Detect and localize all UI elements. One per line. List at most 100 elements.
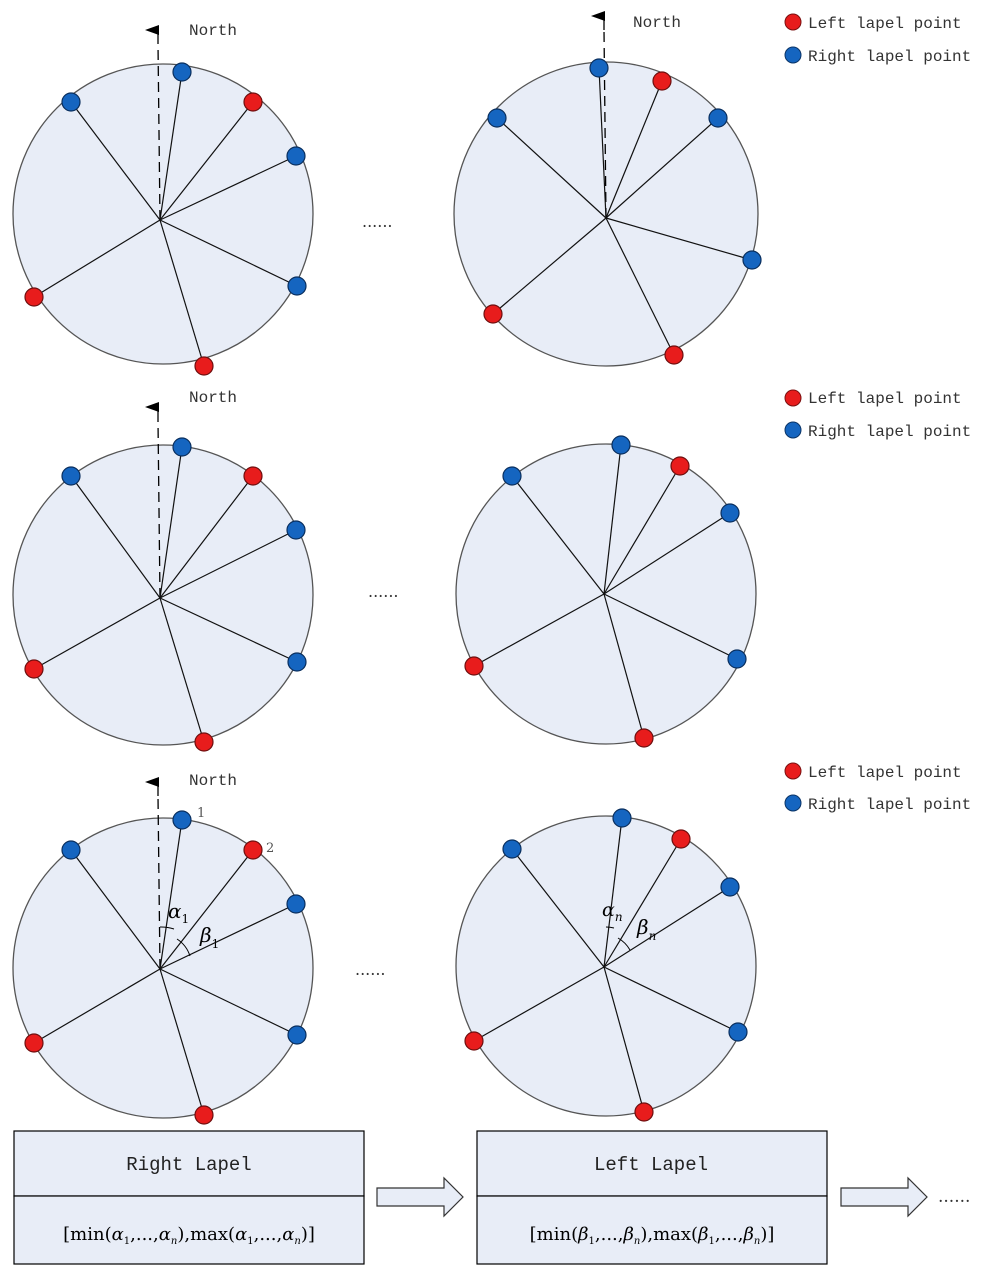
beta-n-label: βn: [636, 915, 656, 943]
spoke-line: [603, 512, 731, 595]
spoke-line: [473, 593, 605, 667]
circle-group-1: [12, 25, 314, 376]
angle-arc-alpha-1: [159, 926, 175, 930]
left-lapel-point: [194, 732, 214, 752]
right-lapel-point: [61, 92, 81, 112]
lf-sub-1b: 1: [708, 1236, 714, 1247]
left-lapel-point: [664, 345, 684, 365]
left-lapel-point: [670, 456, 690, 476]
spoke-line: [70, 849, 161, 970]
right-lapel-box-formula-cell: [13, 1195, 365, 1265]
spoke-line: [605, 217, 675, 356]
flow-arrow-1: [376, 1176, 464, 1218]
north-dashed-line: [157, 43, 161, 221]
angle-arc-alpha-n: [605, 926, 615, 929]
beta-1-subscript: 1: [212, 937, 220, 951]
flow-arrow-2: [840, 1176, 928, 1218]
rf-sub-nb: n: [294, 1236, 300, 1247]
alpha-1-symbol: α: [168, 899, 182, 923]
lf-beta-1b: β: [697, 1224, 708, 1245]
left-lapel-point: [194, 356, 214, 376]
left-lapel-point: [634, 1102, 654, 1122]
right-lapel-point: [487, 108, 507, 128]
left-lapel-point: [243, 92, 263, 112]
alpha-n-label: αn: [602, 899, 623, 924]
legend-left-dot: [784, 13, 802, 31]
lf-dots-1: ,...,: [595, 1224, 624, 1245]
spoke-line: [159, 475, 254, 599]
left-lapel-box-formula-cell: [476, 1195, 828, 1265]
lf-mid: ),max(: [640, 1224, 698, 1245]
rf-sub-n: n: [171, 1236, 177, 1247]
circle-outline: [455, 443, 757, 745]
ellipsis: ......: [362, 212, 393, 231]
right-lapel-point: [720, 877, 740, 897]
legend-right-label: Right lapel point: [808, 423, 971, 441]
left-lapel-point: [652, 71, 672, 91]
spoke-line: [603, 593, 738, 660]
legend-left-label: Left lapel point: [808, 390, 962, 408]
right-lapel-point: [287, 276, 307, 296]
right-lapel-point: [287, 1025, 307, 1045]
spoke-line: [511, 475, 605, 595]
spoke-line: [159, 597, 205, 743]
right-lapel-point: [502, 466, 522, 486]
legend-right-dot: [784, 46, 802, 64]
spoke-line: [70, 475, 161, 599]
legend-left-label: Left lapel point: [808, 764, 962, 782]
right-lapel-point: [708, 108, 728, 128]
lf-beta-n: β: [622, 1224, 633, 1245]
spoke-line: [492, 217, 607, 315]
alpha-n-subscript: n: [615, 910, 623, 924]
spoke-line: [603, 966, 645, 1113]
alpha-1-label: α1: [168, 899, 189, 926]
rf-sub-1: 1: [124, 1236, 130, 1247]
spoke-line: [33, 968, 161, 1044]
spoke-line: [159, 849, 254, 970]
beta-1-label: β1: [199, 923, 219, 951]
legend-left-dot: [784, 389, 802, 407]
right-lapel-point: [727, 649, 747, 669]
angle-arc-beta-1: [176, 938, 191, 957]
ellipsis: ......: [355, 960, 386, 979]
spoke-line: [33, 219, 161, 298]
spoke-line: [473, 966, 605, 1042]
legend-row-3: Left lapel point Right lapel point: [784, 762, 971, 814]
left-lapel-box-title-cell: [476, 1130, 828, 1197]
legend-left-dot: [784, 762, 802, 780]
right-lapel-point: [61, 840, 81, 860]
right-lapel-point: [742, 250, 762, 270]
ellipsis: ......: [368, 582, 399, 601]
circle-group-5: [12, 777, 314, 1125]
spoke-line: [598, 67, 607, 219]
beta-1-symbol: β: [199, 923, 212, 947]
left-lapel-point: [24, 287, 44, 307]
point-number-1: 1: [197, 806, 205, 821]
spoke-line: [159, 968, 205, 1116]
right-lapel-point: [720, 503, 740, 523]
rf-dots-2: ,...,: [254, 1224, 283, 1245]
left-lapel-point: [464, 1031, 484, 1051]
spoke-line: [159, 597, 298, 663]
right-lapel-point: [589, 58, 609, 78]
legend-right-label: Right lapel point: [808, 48, 971, 66]
right-lapel-point: [612, 808, 632, 828]
spoke-line: [605, 117, 719, 219]
spoke-line: [159, 101, 254, 221]
circle-outline: [12, 63, 314, 365]
spoke-line: [159, 446, 183, 599]
spoke-line: [603, 817, 623, 968]
rf-end: )]: [301, 1224, 315, 1245]
right-lapel-point: [172, 437, 192, 457]
spoke-line: [605, 217, 753, 261]
right-lapel-box: Right Lapel [min(α1,...,αn),max(α1,...,α…: [13, 1130, 365, 1265]
rf-mid: ),max(: [177, 1224, 235, 1245]
alpha-1-subscript: 1: [182, 912, 190, 926]
spoke-line: [603, 593, 645, 739]
spoke-line: [159, 219, 205, 367]
lf-sub-1: 1: [589, 1236, 595, 1247]
spoke-line: [159, 903, 297, 970]
rf-alpha-1: α: [112, 1224, 124, 1245]
